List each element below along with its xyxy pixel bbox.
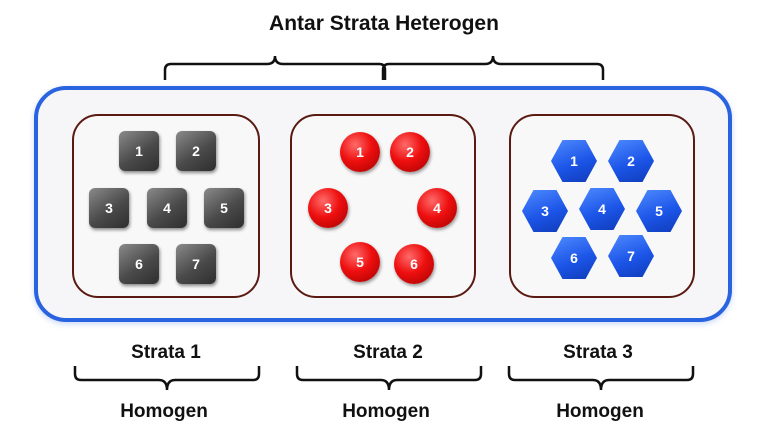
stratum-3-item: 2: [608, 140, 654, 182]
stratum-2-item: 5: [340, 242, 380, 282]
top-brace-left: [163, 55, 387, 80]
stratum-1-label: Strata 1: [131, 342, 201, 363]
stratum-2-item: 3: [308, 188, 348, 228]
stratum-2-item: 2: [390, 132, 430, 172]
stratum-2-item: 1: [340, 132, 380, 172]
stratum-3-item: 3: [522, 190, 568, 232]
stratum-1-item: 4: [147, 188, 187, 228]
stratum-3-item: 6: [551, 237, 597, 279]
stratum-1-box: 1 2 3 4 5 6 7: [72, 114, 260, 298]
stratum-3-box: 1 2 3 4 5 6 7: [509, 114, 695, 298]
stratum-2-item: 4: [417, 188, 457, 228]
stratum-1-homogen-label: Homogen: [120, 401, 208, 422]
stratum-1-item: 6: [119, 244, 159, 284]
stratum-2-label: Strata 2: [353, 342, 423, 363]
stratum-3-item: 7: [608, 235, 654, 277]
stratum-1-item: 2: [176, 131, 216, 171]
stratum-1-item: 5: [204, 188, 244, 228]
stratum-2-item: 6: [394, 244, 434, 284]
stratum-3-item: 5: [636, 190, 682, 232]
stratum-1-item: 3: [89, 188, 129, 228]
stratum-1-item: 7: [176, 244, 216, 284]
stratum-2-homogen-label: Homogen: [342, 401, 430, 422]
top-brace-right: [381, 55, 605, 80]
stratum-1-item: 1: [119, 131, 159, 171]
bottom-brace-1: [73, 366, 261, 391]
bottom-brace-3: [507, 366, 695, 391]
stratum-2-box: 1 2 3 4 5 6: [290, 114, 476, 298]
stratum-3-item: 1: [551, 140, 597, 182]
diagram-title: Antar Strata Heterogen: [269, 12, 499, 35]
stratum-3-homogen-label: Homogen: [556, 401, 644, 422]
stratum-3-item: 4: [579, 188, 625, 230]
stratum-3-label: Strata 3: [563, 342, 633, 363]
bottom-brace-2: [295, 366, 483, 391]
